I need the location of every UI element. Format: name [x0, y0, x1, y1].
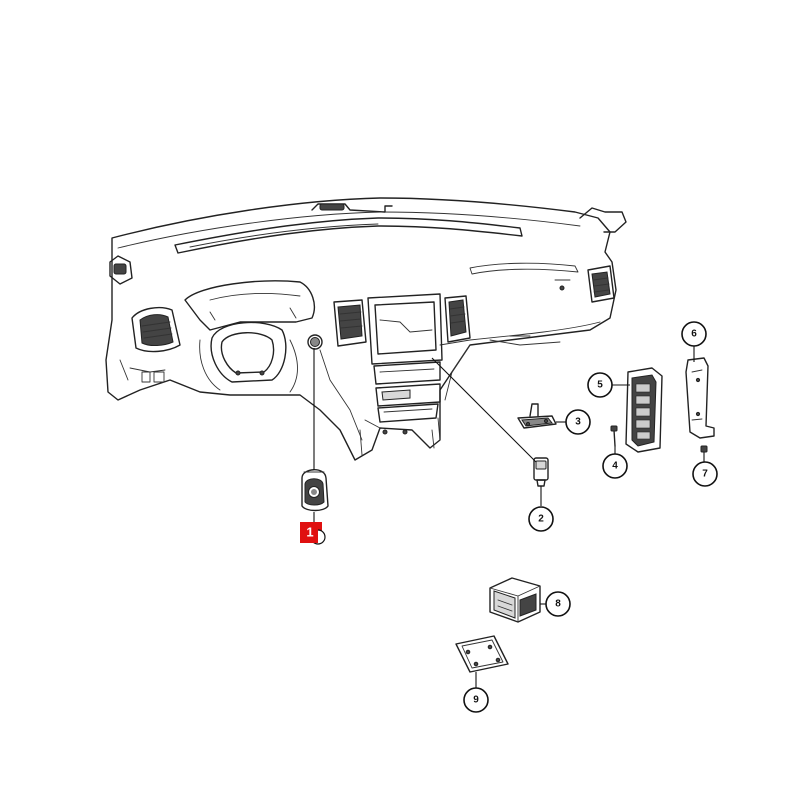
leader-2a	[431, 357, 537, 463]
part-1-switch	[301, 469, 329, 512]
callout-3: 3	[565, 409, 591, 435]
callout-label-4: 4	[612, 461, 618, 472]
callout-8: 8	[545, 591, 571, 617]
leader-lines	[313, 346, 705, 688]
callout-label-7: 7	[702, 469, 708, 480]
callout-label-8: 8	[555, 599, 561, 610]
part-2-sensor	[533, 457, 549, 487]
instrument-panel	[105, 197, 627, 461]
callout-label-6: 6	[691, 329, 697, 340]
part-4-screw	[610, 425, 618, 447]
callout-label-1: 1	[306, 525, 313, 540]
callout-5: 5	[587, 372, 613, 398]
part-8-module	[489, 577, 541, 623]
callout-label-2: 2	[538, 514, 544, 525]
callout-label-3: 3	[575, 417, 581, 428]
part-9-plate	[455, 635, 509, 673]
callout-label-5: 5	[597, 380, 603, 391]
callout-1: 1	[300, 522, 326, 545]
callout-6: 6	[681, 321, 707, 347]
callout-label-9: 9	[473, 695, 479, 706]
callout-2: 2	[528, 506, 554, 532]
callout-9: 9	[463, 687, 489, 713]
callout-7: 7	[692, 461, 718, 487]
callouts: 1 2 3 4 5 6 7	[300, 321, 718, 713]
part-3-bracket	[517, 403, 557, 429]
part-5-switch-panel	[625, 367, 663, 453]
callout-4: 4	[602, 453, 628, 479]
part-7-clip	[700, 445, 708, 453]
part-6-tall-bracket	[685, 357, 715, 439]
